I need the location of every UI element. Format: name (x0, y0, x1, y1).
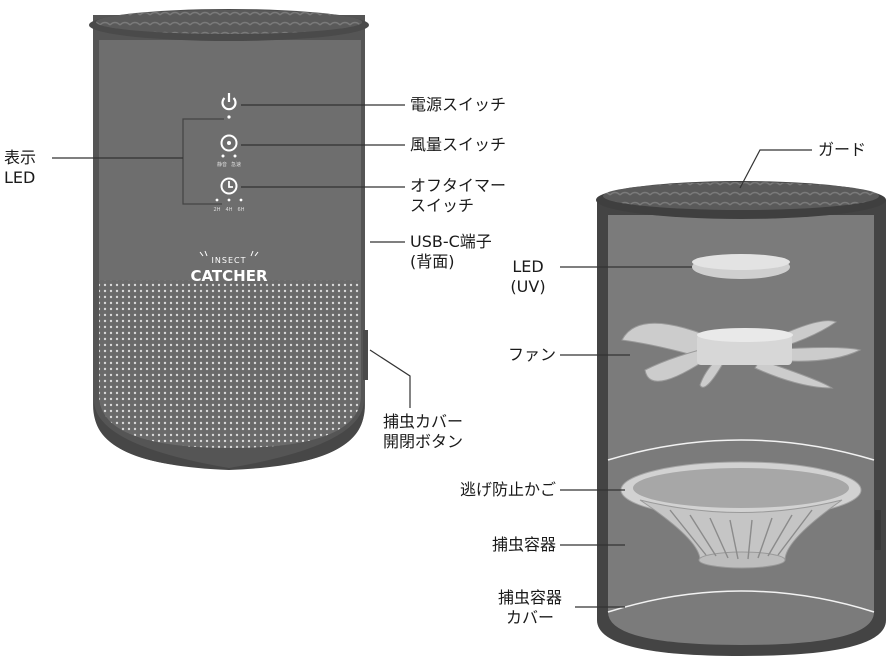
label-display-led-line1: 表示 (4, 148, 37, 167)
compartment-divider (607, 439, 875, 461)
label-container-cover-line2: カバー (505, 608, 554, 627)
label-container-cover: 捕虫容器 カバー (488, 588, 572, 628)
right-device-top-grille (603, 182, 879, 210)
label-fan: ファン (507, 345, 556, 364)
label-display-led: 表示 LED (4, 148, 36, 188)
fan-mode-rapid: 急速 (231, 161, 241, 168)
timer-option-2h: 2H (214, 207, 221, 213)
label-usb-c-line2: (背面) (410, 252, 455, 271)
label-cover-button: 捕虫カバー 開閉ボタン (383, 412, 463, 452)
timer-option-6h: 6H (238, 207, 245, 213)
uv-led (692, 254, 790, 279)
right-device (596, 181, 886, 656)
fan-icon (220, 134, 238, 158)
label-display-led-line2: LED (4, 168, 36, 187)
label-guard: ガード (818, 140, 867, 159)
label-led-uv-line2: (UV) (510, 277, 546, 296)
logo-bottom-text: CATCHER (190, 267, 267, 285)
label-usb-c: USB-C端子 (背面) (410, 232, 492, 272)
label-off-timer-line2: スイッチ (410, 196, 475, 215)
insect-catcher-logo: INSECT CATCHER (190, 250, 268, 285)
label-cover-button-line1: 捕虫カバー (383, 412, 464, 431)
timer-icon (215, 177, 243, 202)
timer-option-4h: 4H (226, 207, 233, 213)
label-power-switch: 電源スイッチ (410, 95, 507, 114)
power-icon (221, 93, 237, 119)
label-led-uv: LED (UV) (500, 257, 556, 297)
logo-top-text: INSECT (212, 256, 247, 265)
label-off-timer: オフタイマー スイッチ (410, 176, 506, 216)
led-bracket (182, 118, 224, 205)
right-device-window (608, 215, 874, 645)
right-device-button (875, 510, 881, 550)
left-leader-lines (52, 104, 411, 408)
label-led-uv-line1: LED (512, 257, 544, 276)
left-device-upper-panel (99, 40, 361, 280)
label-container: 捕虫容器 (491, 535, 556, 554)
container-cover-divider (607, 590, 875, 613)
left-device-mesh-panel (99, 280, 361, 448)
left-device: 静音 急速 2H 4H 6H INSECT CATCHER (89, 9, 369, 470)
label-escape-basket: 逃げ防止かご (459, 480, 556, 499)
escape-basket (620, 461, 862, 569)
label-container-cover-line1: 捕虫容器 (497, 588, 562, 607)
label-fan-switch: 風量スイッチ (410, 135, 507, 154)
fan-hub (697, 328, 793, 365)
right-leader-lines (560, 149, 812, 608)
left-device-top-grille (96, 10, 362, 34)
cover-open-button (363, 330, 368, 380)
label-cover-button-line2: 開閉ボタン (383, 432, 464, 451)
fan-mode-quiet: 静音 (217, 161, 227, 168)
label-usb-c-line1: USB-C端子 (410, 232, 492, 251)
label-off-timer-line1: オフタイマー (410, 176, 507, 195)
